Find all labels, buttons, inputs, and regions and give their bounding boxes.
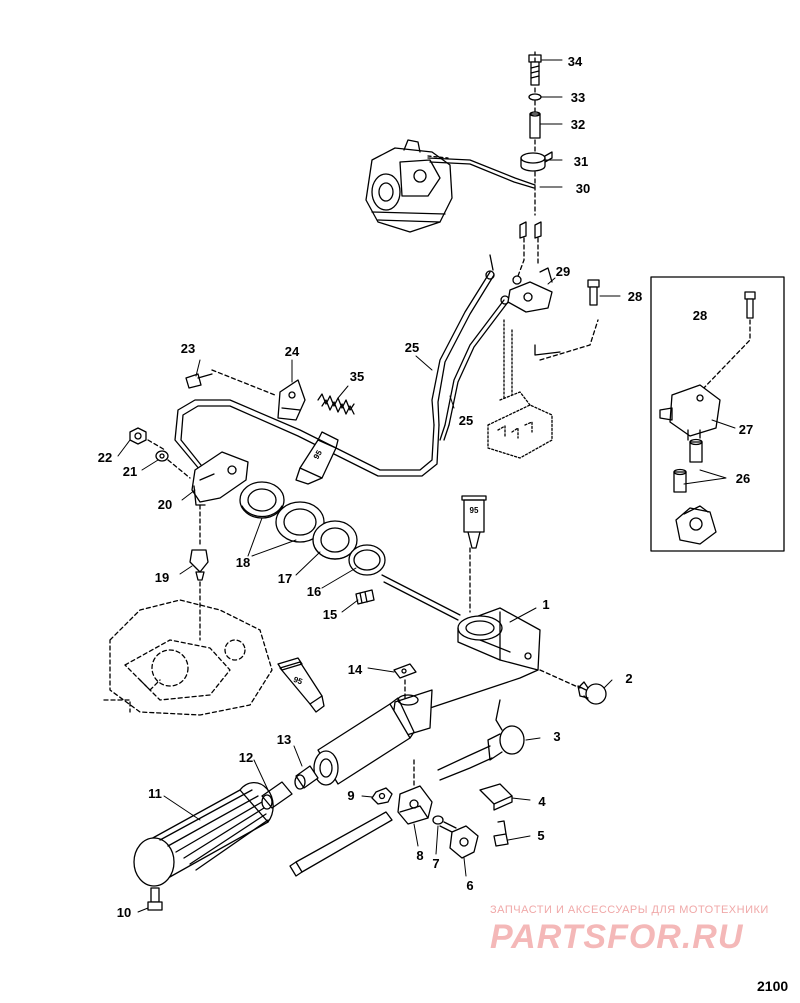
friction-rod — [289, 811, 393, 877]
friction-block-8 — [397, 785, 433, 825]
label-part-25-upper: 25 — [404, 340, 420, 355]
lever-31 — [520, 151, 553, 172]
label-part-5: 5 — [537, 828, 545, 843]
washer-7 — [432, 815, 444, 825]
label-part-8: 8 — [416, 848, 424, 863]
leader-lines — [117, 59, 736, 913]
grip-11 — [133, 781, 274, 887]
label-part-9: 9 — [347, 788, 355, 803]
label-part-6: 6 — [466, 878, 474, 893]
bushing-13 — [294, 765, 319, 790]
detail-inset — [650, 276, 785, 552]
tiller-tube — [313, 689, 433, 786]
label-part-18: 18 — [235, 555, 251, 570]
nut-9 — [371, 787, 393, 805]
bearing-18 — [239, 481, 285, 519]
lube-tag-right: 95 — [470, 506, 479, 515]
label-part-13: 13 — [276, 732, 292, 747]
pin-19 — [189, 549, 209, 581]
label-part-1: 1 — [542, 597, 550, 612]
inset-bushing-26a — [689, 438, 703, 463]
lube-tag-lower: 95 — [292, 675, 304, 687]
label-part-7: 7 — [432, 856, 440, 871]
label-part-25-lower: 25 — [458, 413, 474, 428]
label-part-27: 27 — [738, 422, 754, 437]
switch-3 — [437, 699, 525, 781]
stop-button-2 — [577, 681, 607, 705]
lube-tube-upper — [295, 431, 339, 485]
throttle-link-rod — [427, 157, 536, 186]
inset-screw-28 — [744, 291, 756, 319]
label-part-23: 23 — [180, 341, 196, 356]
label-part-2: 2 — [625, 671, 633, 686]
washer-33 — [528, 93, 542, 101]
label-part-35: 35 — [349, 369, 365, 384]
lube-tube-lower — [277, 657, 325, 713]
label-part-12: 12 — [238, 750, 254, 765]
label-part-28: 28 — [627, 289, 643, 304]
label-part-17: 17 — [277, 571, 293, 586]
label-part-26: 26 — [735, 471, 751, 486]
set-screw-15 — [355, 589, 375, 605]
label-part-4: 4 — [538, 794, 546, 809]
engine-ghost — [103, 599, 273, 716]
label-part-20: 20 — [157, 497, 173, 512]
throttle-cables-25 — [174, 271, 509, 477]
label-part-15: 15 — [322, 607, 338, 622]
screw-23 — [185, 373, 213, 389]
label-part-11: 11 — [148, 786, 162, 801]
screw-28 — [587, 279, 600, 306]
label-part-34: 34 — [567, 54, 583, 69]
pad-14 — [393, 663, 417, 679]
page-number: 2100 — [757, 978, 789, 994]
label-part-16: 16 — [306, 584, 322, 599]
lube-tube-right — [461, 495, 487, 549]
label-part-10: 10 — [116, 905, 132, 920]
o-ring-16 — [348, 544, 386, 576]
bracket-29 — [507, 267, 553, 313]
label-part-29: 29 — [555, 264, 571, 279]
label-part-3: 3 — [553, 729, 561, 744]
label-part-33: 33 — [570, 90, 586, 105]
label-part-32: 32 — [570, 117, 586, 132]
throttle-plate-20 — [191, 451, 249, 506]
label-part-30: 30 — [575, 181, 591, 196]
screw-5 — [493, 820, 509, 847]
inset-bushing-26b — [673, 468, 687, 493]
cable-ends — [485, 221, 542, 305]
spacer-32 — [529, 111, 541, 139]
label-part-28-inset: 28 — [692, 308, 708, 323]
label-part-19: 19 — [154, 570, 170, 585]
watermark-tagline: ЗАПЧАСТИ И АКСЕССУАРЫ ДЛЯ МОТОТЕХНИКИ — [490, 904, 769, 916]
friction-knob-6 — [439, 821, 479, 859]
mount-bracket-ghost — [487, 319, 553, 459]
bushing-17b — [312, 520, 358, 560]
inset-bracket-27 — [659, 384, 721, 441]
bracket-4 — [479, 783, 513, 811]
inset-part-ghost — [675, 505, 717, 545]
label-part-22: 22 — [97, 450, 113, 465]
watermark-brand: PARTSFOR.RU — [490, 918, 744, 956]
bolt-10 — [147, 887, 163, 911]
spring-35 — [317, 393, 355, 415]
cable-clamp-24 — [277, 379, 306, 421]
nut-22 — [129, 427, 147, 445]
label-part-21: 21 — [122, 464, 138, 479]
label-part-31: 31 — [573, 154, 589, 169]
label-part-24: 24 — [284, 344, 300, 359]
label-part-14: 14 — [347, 662, 363, 677]
carburetor — [365, 139, 453, 233]
seal-17 — [275, 501, 325, 543]
washer-21 — [155, 450, 169, 462]
